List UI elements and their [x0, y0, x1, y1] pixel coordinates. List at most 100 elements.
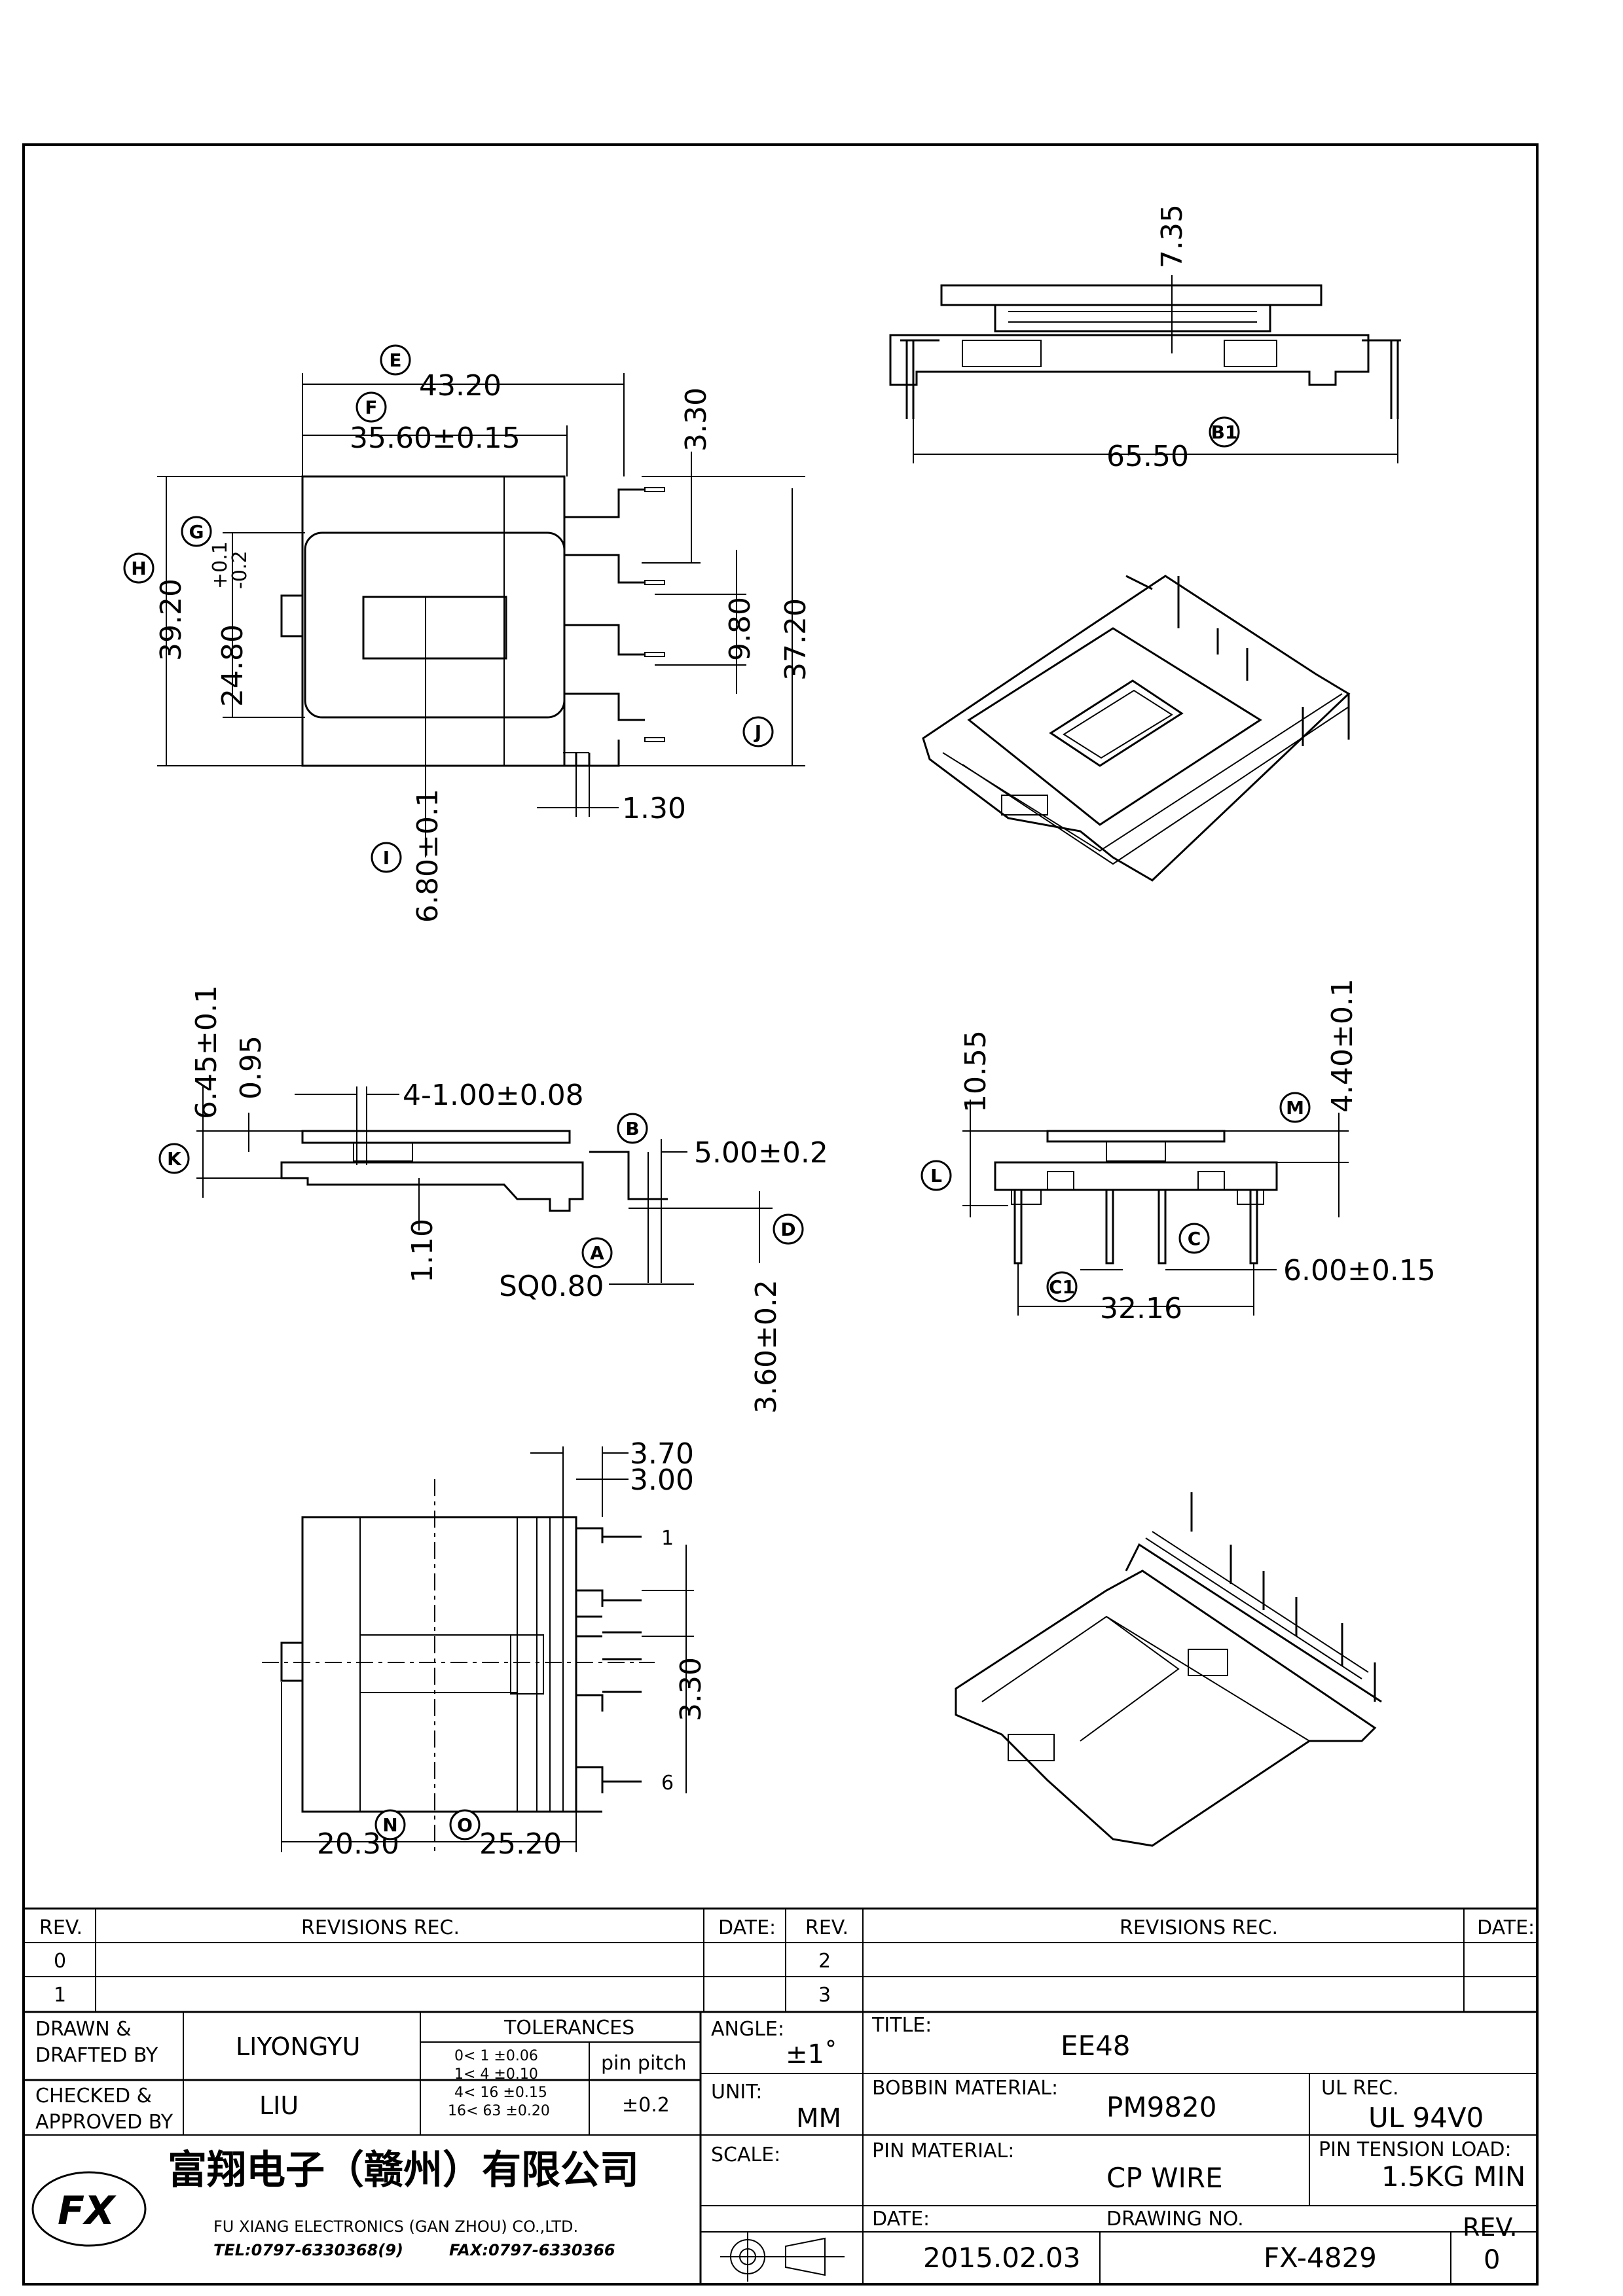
dim-24-80-tol-plus: +0.1	[209, 541, 232, 589]
callout-h: H	[131, 558, 146, 579]
front-view: 7.35 65.50 B1	[889, 204, 1401, 473]
isometric-view-top	[922, 575, 1351, 882]
callout-a: A	[590, 1242, 604, 1264]
dim-3-30-b: 3.30	[674, 1657, 708, 1721]
company-logo: FX	[31, 2171, 147, 2247]
angle-label: ANGLE:	[711, 2018, 784, 2041]
callout-f: F	[365, 397, 377, 418]
bottom-view: 1 6 3.70 3.00 3.30 20.30 25.20 N O	[262, 1437, 708, 1861]
dim-6-45: 6.45±0.1	[190, 985, 223, 1119]
pin-label-1: 1	[661, 1527, 674, 1550]
checked-value: LIU	[259, 2091, 299, 2120]
company-fax: FAX:0797-6330366	[449, 2241, 615, 2259]
date-header: DATE:	[718, 1916, 776, 1939]
date-header-2: DATE:	[1477, 1916, 1535, 1939]
revisions-header: REVISIONS REC.	[301, 1916, 460, 1939]
title-block: REV. REVISIONS REC. DATE: REV. REVISIONS…	[24, 1907, 1537, 2284]
bobbin-value: PM9820	[1106, 2091, 1216, 2123]
tolerance-row-1: 1< 4 ±0.10	[454, 2066, 538, 2083]
callout-k: K	[167, 1148, 182, 1170]
projection-symbol	[720, 2232, 845, 2282]
tension-value: 1.5KG MIN	[1381, 2161, 1525, 2193]
dim-3-00: 3.00	[630, 1463, 694, 1497]
dim-3-30: 3.30	[680, 387, 713, 452]
dim-32-16: 32.16	[1100, 1292, 1182, 1325]
drawn-label-2: DRAFTED BY	[35, 2044, 158, 2067]
dim-24-80: 24.80	[216, 624, 249, 707]
rev-row-0: 0	[54, 1950, 66, 1973]
callout-e: E	[389, 350, 401, 371]
dim-7-35: 7.35	[1156, 204, 1189, 268]
company-name-en: FU XIANG ELECTRONICS (GAN ZHOU) CO.,LTD.	[213, 2217, 578, 2236]
tolerance-row-0: 0< 1 ±0.06	[454, 2048, 538, 2064]
drawing-no-label: DRAWING NO.	[1106, 2208, 1244, 2231]
rev-header: REV.	[39, 1916, 82, 1939]
dim-0-95: 0.95	[234, 1035, 268, 1100]
dim-4-1-00: 4-1.00±0.08	[403, 1079, 584, 1112]
dim-24-80-tol-minus: -0.2	[228, 550, 251, 589]
end-view: 10.55 4.40±0.1 32.16 6.00±0.15 L M C C1	[921, 978, 1436, 1325]
callout-i: I	[383, 847, 390, 869]
bobbin-label: BOBBIN MATERIAL:	[872, 2077, 1058, 2100]
rev-row-3: 3	[818, 1984, 831, 2007]
callout-d: D	[780, 1219, 795, 1240]
sheet-border	[22, 143, 1539, 2286]
dim-39-20: 39.20	[155, 579, 188, 661]
drawn-label-1: DRAWN &	[35, 2018, 132, 2041]
tension-label: PIN TENSION LOAD:	[1319, 2138, 1512, 2161]
callout-c1: C1	[1049, 1276, 1075, 1298]
dim-65-50: 65.50	[1106, 440, 1189, 473]
rev-value: 0	[1484, 2245, 1500, 2275]
dim-25-20: 25.20	[479, 1827, 562, 1861]
date-value: 2015.02.03	[923, 2242, 1080, 2274]
top-view: 43.20 35.60±0.15 3.30 39.20 24.80 +0.1 -…	[123, 344, 812, 923]
side-view: 4-1.00±0.08 6.45±0.1 0.95 1.10 5.00±0.2 …	[158, 985, 828, 1414]
pin-material-label: PIN MATERIAL:	[872, 2140, 1014, 2162]
tolerances-header: TOLERANCES	[503, 2017, 634, 2039]
company-tel: TEL:0797-6330368(9)	[213, 2241, 403, 2259]
dim-4-40: 4.40±0.1	[1326, 978, 1359, 1113]
pin-pitch-value: ±0.2	[622, 2094, 670, 2117]
checked-label-1: CHECKED &	[35, 2085, 152, 2108]
company-name-cn: 富翔电子（赣州）有限公司	[168, 2147, 639, 2193]
dim-37-20: 37.20	[779, 598, 812, 681]
pin-label-6: 6	[661, 1772, 674, 1795]
pin-pitch-label: pin pitch	[601, 2052, 687, 2075]
callout-c: C	[1188, 1228, 1201, 1249]
callout-n: N	[382, 1814, 397, 1836]
rev-header-2: REV.	[805, 1916, 848, 1939]
dim-6-00: 6.00±0.15	[1283, 1254, 1436, 1287]
tolerance-row-3: 16< 63 ±0.20	[448, 2103, 550, 2119]
tolerance-row-2: 4< 16 ±0.15	[454, 2085, 547, 2101]
dim-1-10: 1.10	[406, 1219, 439, 1283]
isometric-view-bottom	[955, 1492, 1382, 1847]
pin-material-value: CP WIRE	[1106, 2162, 1223, 2194]
rev-label: REV.	[1463, 2213, 1518, 2242]
dim-35-60: 35.60±0.15	[350, 422, 520, 455]
unit-label: UNIT:	[711, 2081, 762, 2104]
drawing-no-value: FX-4829	[1264, 2242, 1377, 2274]
dim-3-70: 3.70	[630, 1437, 694, 1471]
scale-label: SCALE:	[711, 2144, 780, 2166]
dim-sq0-80: SQ0.80	[499, 1270, 604, 1303]
callout-b: B	[625, 1118, 639, 1139]
callout-j: J	[754, 721, 761, 743]
ul-value: UL 94V0	[1368, 2102, 1484, 2134]
dim-9-80: 9.80	[723, 597, 757, 661]
callout-g: G	[189, 521, 204, 543]
date-label: DATE:	[872, 2208, 930, 2231]
dim-1-30: 1.30	[622, 792, 686, 825]
drawn-value: LIYONGYU	[236, 2032, 360, 2061]
dim-3-60: 3.60±0.2	[750, 1280, 783, 1414]
callout-o: O	[457, 1814, 473, 1836]
dim-5-00: 5.00±0.2	[694, 1136, 828, 1170]
unit-value: MM	[796, 2104, 841, 2134]
rev-row-2: 2	[818, 1950, 831, 1973]
callout-l: L	[930, 1165, 942, 1187]
svg-text:FX: FX	[58, 2188, 117, 2234]
title-value: EE48	[1061, 2030, 1131, 2062]
dim-43-20: 43.20	[419, 369, 501, 403]
title-label: TITLE:	[871, 2014, 932, 2037]
dim-10-55: 10.55	[959, 1030, 993, 1113]
